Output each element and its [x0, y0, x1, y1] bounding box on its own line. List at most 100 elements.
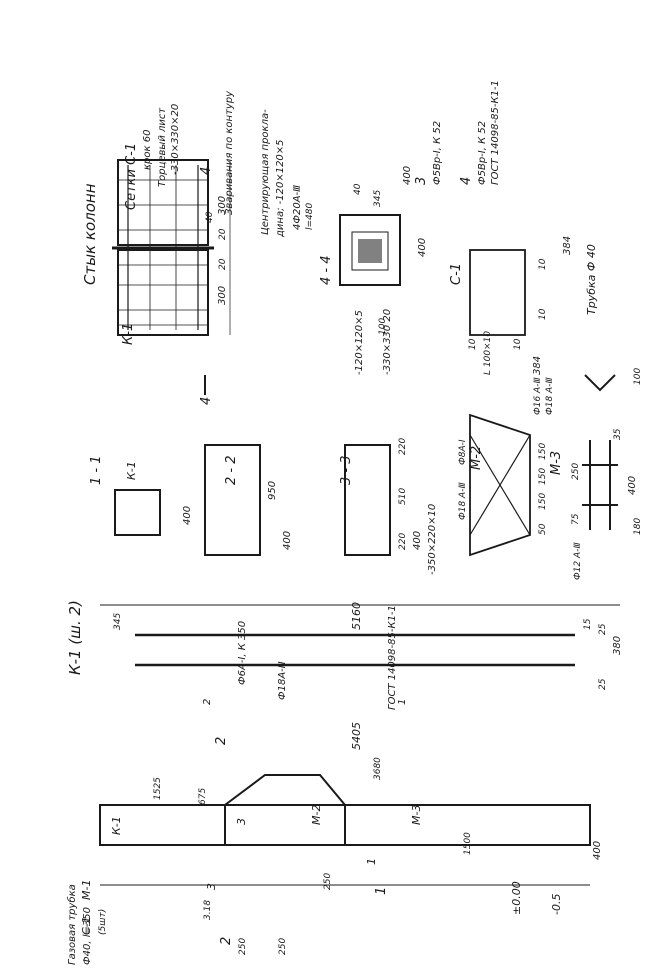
tube-detail: Трубка Ф 40 100 — [584, 244, 643, 392]
k1-bar-1-label: Ф18А-Ⅲ — [277, 661, 288, 700]
m2-dim-3: 150 — [538, 443, 548, 460]
section-22-dim-400: 400 — [282, 531, 293, 550]
section-44-dim-345: 345 — [373, 190, 383, 207]
column-dim-5405: 5405 — [350, 722, 363, 750]
m3-dim-250: 250 — [571, 463, 581, 480]
mesh-dim-10a: 10 — [538, 308, 548, 320]
m2-bar-d: Ф18 А-Ⅲ — [458, 482, 468, 520]
mesh-bar-4: Ф5Вр-Ⅰ, К 52 — [477, 121, 488, 185]
section-44-dim-400b: 400 — [402, 166, 413, 185]
k1-dim-25b: 25 — [598, 678, 608, 690]
column-dim-3680: 3680 — [373, 757, 383, 780]
m3-dim-400: 400 — [627, 476, 638, 495]
k1-dim-380: 380 — [612, 636, 623, 655]
mesh-c1: С-1 3 Ф5Вр-Ⅰ, К 52 4 Ф5Вр-Ⅰ, К 52 ГОСТ 1… — [414, 80, 573, 375]
mesh-dim-10b: 10 — [538, 258, 548, 270]
m2-bar-a: Ф8А-Ⅰ — [458, 439, 468, 465]
column-level-0: ±0.00 — [510, 881, 523, 915]
k1-dim-5160: 5160 — [350, 602, 363, 630]
joint-bars: 4Ф20А-Ⅲ — [292, 185, 303, 230]
mesh-dim-384: 384 — [562, 236, 573, 255]
tube-symbol — [584, 374, 616, 392]
section-44-outline — [339, 214, 401, 286]
k1-dim-15: 15 — [583, 618, 593, 630]
section-11-title: 1 - 1 — [89, 456, 104, 486]
column-dim-400: 400 — [592, 841, 603, 860]
section-22-title: 2 - 2 — [224, 456, 239, 486]
joint-dim-300b: 300 — [217, 196, 228, 215]
section-11-outline — [114, 489, 161, 536]
section-11-dim-400: 400 — [182, 506, 193, 525]
m2-bar-c: Ф18 А-Ⅲ — [545, 377, 555, 415]
section-33-outline — [344, 444, 391, 556]
cross-sections: 1 - 1 К-1 400 2 - 2 950 400 3 - 3 220 51… — [89, 438, 438, 575]
column-dim-250a: 250 — [238, 938, 248, 955]
k1-bar-2-label: Ф6А-Ⅰ, К 350 — [237, 621, 248, 685]
k1-dim-25a: 25 — [598, 623, 608, 635]
m2-dim-1: 150 — [538, 493, 548, 510]
section-44-dim-40: 40 — [353, 183, 363, 195]
column-dim-1525: 1525 — [153, 777, 163, 800]
m3-dim-75: 75 — [571, 513, 581, 525]
mesh-title: С-1 — [449, 263, 464, 285]
mesh-dim-10d: 10 — [513, 338, 523, 350]
column-k1: К-1 — [110, 816, 123, 835]
section-33-plate: -350×220×10 — [427, 504, 438, 575]
k1-gost: ГОСТ 14098-85-К1-1 — [387, 605, 398, 710]
section-33-title: 3 - 3 — [339, 456, 354, 486]
centering-pad-2: дина; -120×120×5 — [275, 139, 286, 238]
section-44-dim-100: 100 — [378, 318, 388, 335]
column-mark-3b: 3 — [205, 883, 218, 890]
section-22-outline — [204, 444, 261, 556]
mesh-callout-3: 3 — [414, 177, 429, 185]
joint-bars-len: l=480 — [305, 203, 315, 230]
m3-title: М-3 — [549, 451, 564, 475]
column-corbel — [224, 774, 346, 846]
joint-dim-20a: 20 — [218, 258, 228, 270]
column-dim-318: 3.18 — [203, 900, 213, 920]
section-33-dim-510: 510 — [398, 488, 408, 505]
column-m2: М-2 — [310, 805, 323, 825]
section-33-dim-400: 400 — [412, 531, 423, 550]
column-dim-675: 675 — [198, 788, 208, 805]
column-tube-b: Ф40, l=350 — [82, 907, 93, 965]
tube-dim-100: 100 — [633, 368, 643, 385]
k1-pos-1: 1 — [397, 699, 408, 705]
centering-pad: Центрирующая прокла- — [260, 109, 271, 235]
column-m3: М-3 — [410, 805, 423, 825]
joint-k1: К-1 — [121, 323, 136, 345]
joint-section-mark-4: 4 — [199, 397, 214, 405]
section-44-title: 4 - 4 — [319, 256, 334, 286]
k1-title: К-1 (ш. 2) — [66, 600, 84, 675]
column-dim-250c: 250 — [323, 873, 333, 890]
section-11-k1: К-1 — [125, 461, 138, 480]
embedded-m3: М-3 35 250 75 400 180 Ф12 А-Ⅲ — [549, 428, 643, 580]
embedded-m2: М-2 L 100×10 Ф8А-Ⅰ Ф16 А-Ⅲ Ф18 А-Ⅲ Ф18 А… — [458, 331, 555, 557]
column-mark-1a: 1 — [365, 858, 378, 865]
k1-dim-345: 345 — [113, 613, 123, 630]
mesh-dim-10c: 10 — [468, 338, 478, 350]
k1-pos-2: 2 — [202, 699, 213, 705]
column-mark-1b: 1 — [374, 887, 389, 895]
section-22-dim-950: 950 — [267, 481, 278, 500]
column-mark-3a: 3 — [235, 818, 248, 825]
weld-note: Зваривания по контуру — [224, 90, 235, 215]
joint-lower-column — [117, 249, 209, 336]
m3-dim-180: 180 — [633, 518, 643, 535]
k1-elevation: К-1 (ш. 2) 5160 345 15 25 380 25 Ф18А-Ⅲ … — [66, 600, 623, 710]
joint-callout-4: 4 — [199, 167, 214, 175]
mesh-bar-3: Ф5Вр-Ⅰ, К 52 — [432, 121, 443, 185]
column-level-m05: -0.5 — [550, 894, 563, 915]
joint-upper-column — [117, 159, 209, 246]
joint-detail: Стык колонн Сетки С-1 крок 60 Торцевый л… — [81, 90, 315, 405]
column-c1: С-1 — [80, 916, 93, 935]
mesh-dim-384b: 384 — [532, 356, 543, 375]
joint-dim-300a: 300 — [217, 286, 228, 305]
m2-title: М-2 — [469, 446, 484, 470]
column-mark-2b: 2 — [219, 937, 234, 945]
section-4-4: 4 - 4 400 40 345 100 400 -120×120×5 -330… — [319, 166, 428, 375]
column-c1-qty: (5шт) — [98, 909, 108, 935]
column-elevation: 2 5405 М-1 К-1 1525 675 3 М-2 3680 М-3 1… — [66, 722, 603, 965]
